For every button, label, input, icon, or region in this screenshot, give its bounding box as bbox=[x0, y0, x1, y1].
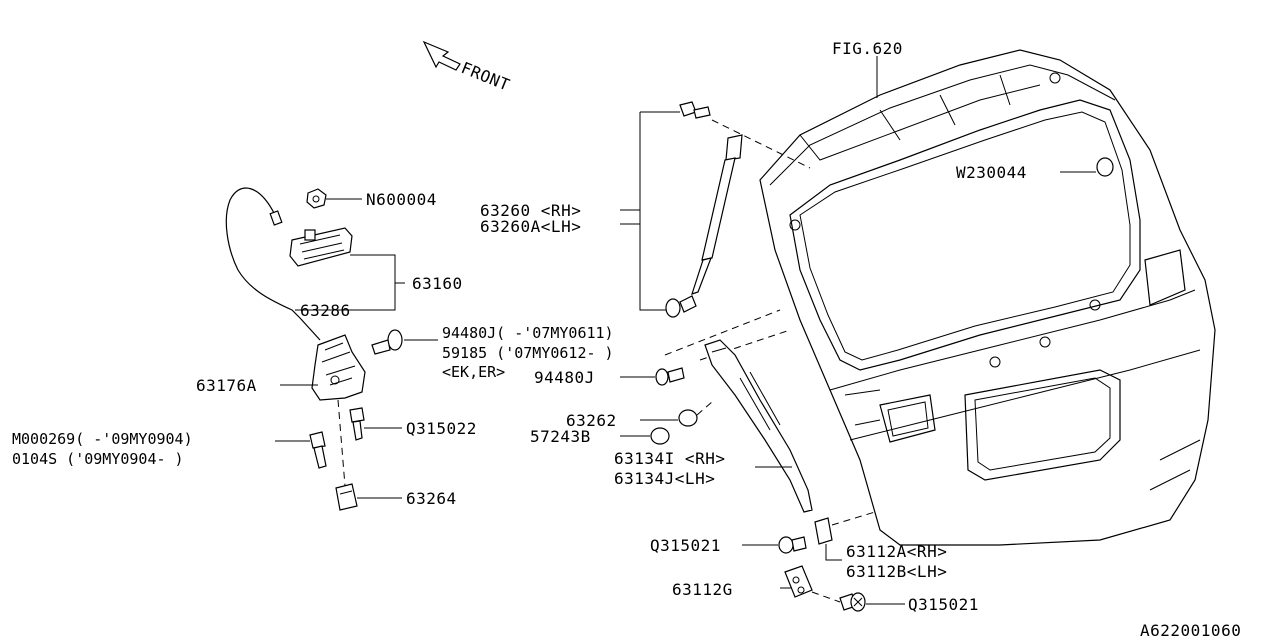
bolt-q315022-icon bbox=[349, 407, 365, 441]
callout-0104s: 0104S ('09MY0904- ) bbox=[12, 450, 184, 468]
callout-63160: 63160 bbox=[412, 274, 463, 293]
callout-94480j-second: 94480J bbox=[534, 368, 595, 387]
plug-w230044-icon bbox=[1096, 157, 1114, 177]
grommet-94480j-icon bbox=[371, 329, 403, 355]
callout-63112g: 63112G bbox=[672, 580, 733, 599]
callout-q315022: Q315022 bbox=[406, 419, 477, 438]
callout-ek-er: <EK,ER> bbox=[442, 363, 505, 381]
callout-59185: 59185 ('07MY0612- ) bbox=[442, 344, 614, 362]
latch-cable-assembly bbox=[225, 187, 353, 319]
callout-57243b: 57243B bbox=[530, 427, 591, 446]
bracket-63112a-icon bbox=[814, 511, 876, 545]
drawing-id: A622001060 bbox=[1140, 621, 1241, 640]
callout-63264: 63264 bbox=[406, 489, 457, 508]
screw-m000269-icon bbox=[309, 431, 327, 469]
callout-94480j-first: 94480J( -'07MY0611) bbox=[442, 324, 614, 342]
callout-m000269: M000269( -'09MY0904) bbox=[12, 430, 193, 448]
nut-n600004-icon bbox=[306, 188, 327, 209]
callout-63286: 63286 bbox=[300, 301, 351, 320]
callout-63134j-lh: 63134J<LH> bbox=[614, 469, 715, 488]
gas-strut-63260 bbox=[665, 101, 743, 318]
callout-63260a-lh: 63260A<LH> bbox=[480, 217, 581, 236]
clip-94480j-icon bbox=[655, 367, 685, 386]
callout-n600004: N600004 bbox=[366, 190, 437, 209]
latch-63176a bbox=[299, 317, 366, 401]
leader-lines bbox=[275, 56, 1096, 605]
callout-q315021-upper: Q315021 bbox=[650, 536, 721, 555]
bumper-63262-icon bbox=[678, 401, 713, 427]
cap-57243b-icon bbox=[650, 427, 670, 445]
callout-63176a: 63176A bbox=[196, 376, 257, 395]
callout-w230044: W230044 bbox=[956, 163, 1027, 182]
trim-panel-63134 bbox=[704, 339, 813, 513]
callout-63112a-rh: 63112A<RH> bbox=[846, 542, 947, 561]
front-label: FRONT bbox=[459, 58, 513, 95]
callout-63262: 63262 bbox=[566, 411, 617, 430]
striker-63264-icon bbox=[335, 399, 358, 511]
bracket-63112g-icon bbox=[784, 565, 813, 598]
bolt-q315021a-icon bbox=[778, 536, 807, 554]
bolt-q315021b-icon bbox=[811, 591, 866, 612]
callout-63260-rh: 63260 <RH> bbox=[480, 201, 581, 220]
figure-ref-label: FIG.620 bbox=[832, 39, 903, 58]
callout-63112b-lh: 63112B<LH> bbox=[846, 562, 947, 581]
liftgate-panel bbox=[759, 49, 1216, 546]
callout-q315021-lower: Q315021 bbox=[908, 595, 979, 614]
callout-63134i-rh: 63134I <RH> bbox=[614, 449, 725, 468]
front-arrow-icon bbox=[422, 40, 461, 71]
